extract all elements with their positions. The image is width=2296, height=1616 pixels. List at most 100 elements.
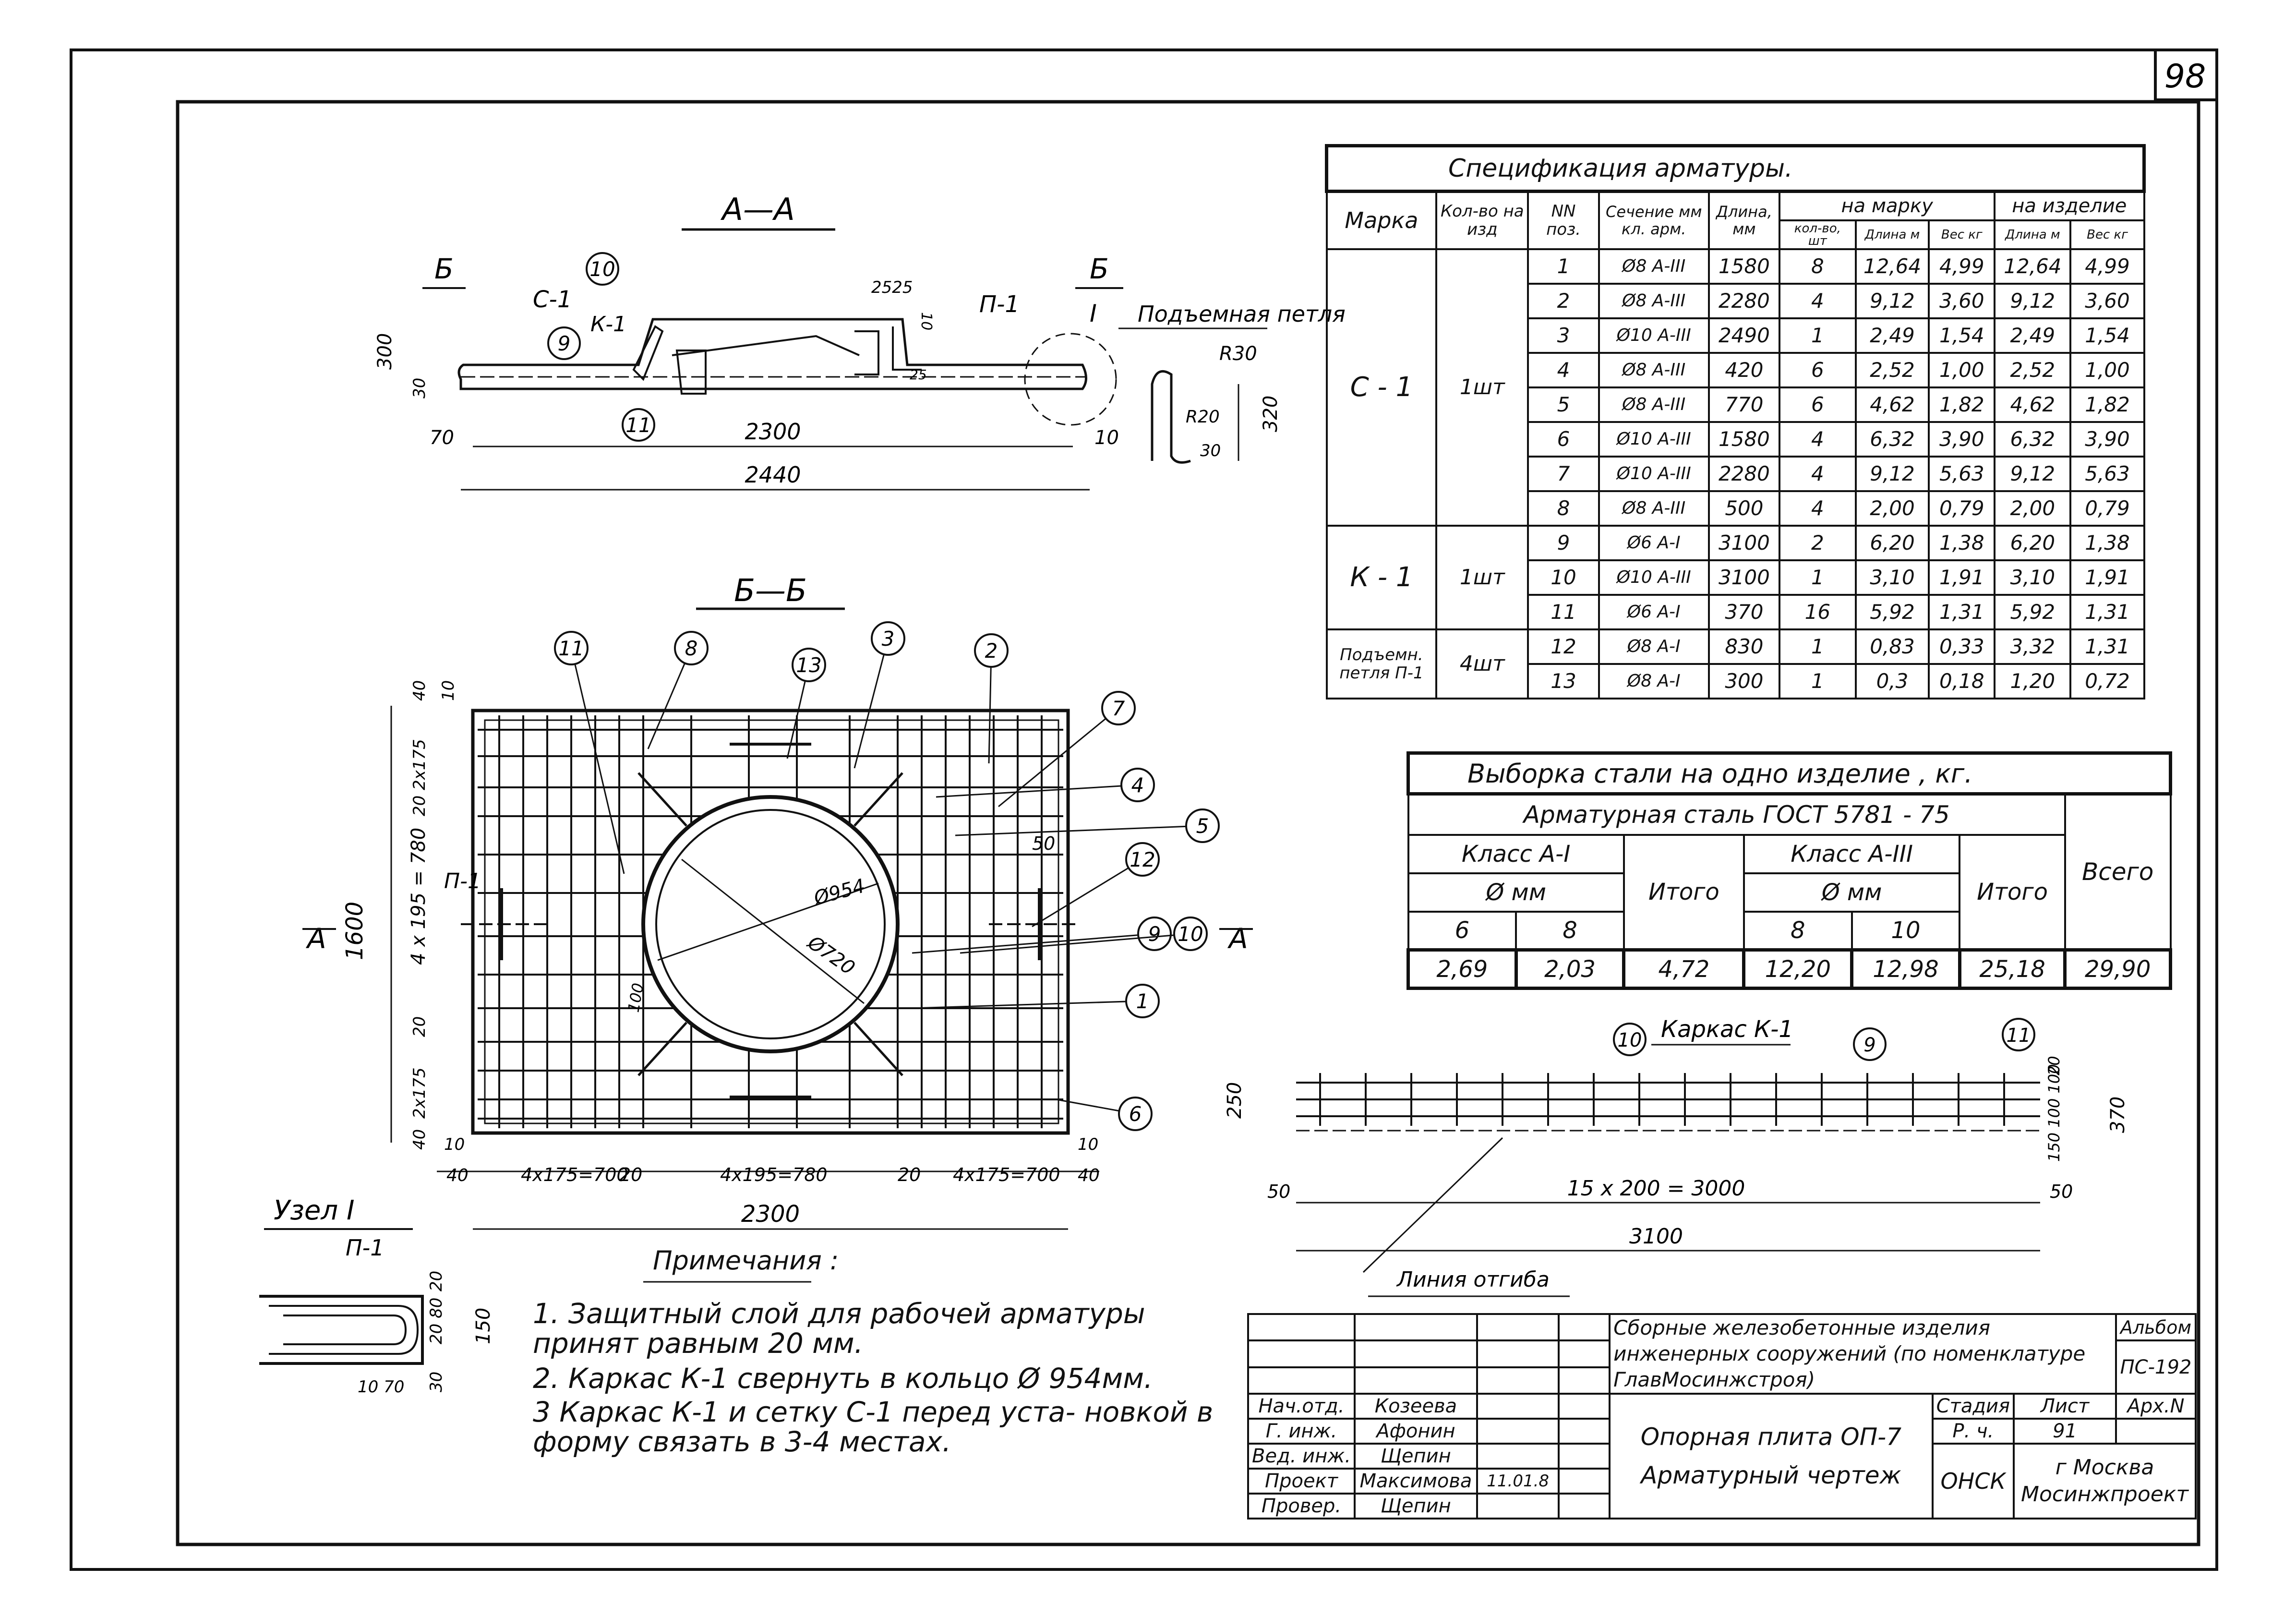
tb-role-0: Нач.отд. [1247,1393,1356,1420]
spec-cell: 6,32 [1994,421,2072,458]
spec-cell: 4 [1779,282,1857,319]
steel-d6: 6 [1407,910,1517,951]
steel-d10: 10 [1851,910,1961,951]
notes-item-3: 3 Каркас К-1 и сетку С-1 перед уста- нов… [533,1396,1214,1458]
loop-r20: R20 [1186,407,1220,427]
bb-callout: 3 [882,627,895,651]
slab-plan-outline [471,709,1070,1135]
tb-stage: Р. ч. [1931,1418,2015,1445]
spec-cell: Ø10 А-III [1598,421,1710,458]
spec-cell: 12 [1527,628,1600,665]
spec-cell: 2,52 [1854,351,1930,388]
spec-cell: 5,63 [2069,455,2145,492]
tb-name-4: Щепин [1354,1493,1478,1520]
steel-d8b: 8 [1743,910,1853,951]
spec-cell: 5,92 [1854,593,1930,630]
spec-cell: 3,60 [2069,282,2145,319]
spec-cell: 5,92 [1994,593,2072,630]
spec-cell: 4 [1779,455,1857,492]
tb-sheet: 91 [2013,1418,2117,1445]
frame-label: К-1 [590,312,626,337]
spec-h-mark: Марка [1325,190,1438,250]
bb-dim-2300: 2300 [741,1201,800,1228]
spec-cell: 6 [1779,351,1857,388]
spec-cell: Ø8 А-III [1598,351,1710,388]
bb-callout: 8 [685,637,698,660]
spec-h-per-product: на изделие [1994,190,2145,221]
cut-b-right: Б [1090,253,1109,285]
spec-cell: 1,31 [2069,628,2145,665]
spec-cell: 9,12 [1994,455,2072,492]
bb-callout: 4 [1131,773,1144,797]
bb-dim-top10: 10 [439,680,458,701]
k1-dim-total: 3100 [1629,1224,1683,1249]
spec-cell: 300 [1707,663,1781,699]
cut-b-left: Б [434,253,454,285]
tb-name-3: Максимова [1354,1468,1478,1495]
tb-org-short: ОНСК [1931,1443,2015,1520]
spec-cell: 1,54 [1928,317,1996,354]
section-bb-title: Б—Б [734,573,807,609]
mesh-label: С-1 [533,286,572,313]
spec-cell: Ø8 А-I [1598,628,1710,665]
sheet-inner-border [176,100,2200,1546]
steel-title: Выборка стали на одно изделие , кг. [1406,751,2172,796]
spec-cell: Ø10 А-III [1598,559,1710,596]
aa-dim-2440: 2440 [745,462,801,488]
tb-album: ПС-192 [2115,1339,2197,1395]
steel-val-4: 12,98 [1850,948,1961,990]
spec-cell: 12,64 [1854,248,1930,285]
steel-val-6: 29,90 [2063,948,2172,990]
bb-callout: 5 [1196,814,1209,838]
notes-item-2: 2. Каркас К-1 свернуть в кольцо Ø 954мм. [533,1362,1153,1395]
spec-cell: 1,54 [2069,317,2145,354]
spec-cell: 1 [1527,248,1600,285]
spec-cell: 4,99 [2069,248,2145,285]
spec-cell: 2,52 [1994,351,2072,388]
spec-cell: 2,49 [1994,317,2072,354]
spec-cell: 0,79 [1928,490,1996,527]
spec-cell: 1,31 [1928,593,1996,630]
tb-stage-label: Стадия [1931,1393,2015,1420]
spec-cell: 0,18 [1928,663,1996,699]
aa-callout-9: 9 [558,332,571,355]
bb-callout: 6 [1129,1102,1142,1126]
steel-itogo1: Итого [1623,833,1745,951]
spec-table: Спецификация арматуры. Марка Кол-во на и… [1325,144,2146,699]
spec-cell: 370 [1707,593,1781,630]
spec-cell: 7 [1527,455,1600,492]
tb-name-2: Щепин [1354,1443,1478,1470]
bb-mark-a-right: А [1227,922,1248,955]
spec-cell: 6 [1527,421,1600,458]
dim-50: 50 [1032,833,1055,854]
bb-mark-a-left: А [305,922,326,955]
spec-cell: 6 [1779,386,1857,423]
steel-val-5: 25,18 [1958,948,2067,990]
spec-cell: Ø8 А-I [1598,663,1710,699]
spec-cell: 1,20 [1994,663,2072,699]
spec-cell: 1,91 [2069,559,2145,596]
spec-cell: 2 [1779,524,1857,561]
tb-sheet-label: Лист [2013,1393,2117,1420]
spec-cell: 1,00 [2069,351,2145,388]
spec-cell: 2,00 [1854,490,1930,527]
spec-cell: 0,83 [1854,628,1930,665]
steel-val-2: 4,72 [1622,948,1746,990]
loop-30: 30 [1200,441,1221,460]
loop-label: П-1 [979,291,1020,318]
spec-cell: 8 [1527,490,1600,527]
spec-cell: 5 [1527,386,1600,423]
spec-cell: 9 [1527,524,1600,561]
spec-cell: 2490 [1707,317,1781,354]
k1-callout-9: 9 [1863,1034,1875,1056]
bb-dim-left-bottom: 2х175 [410,1067,429,1119]
spec-cell: Ø8 А-III [1598,386,1710,423]
spec-group-mark: К - 1 [1325,524,1438,630]
spec-h-per-mark: на марку [1779,190,1996,221]
spec-cell: 420 [1707,351,1781,388]
sheet-number-box [2154,48,2218,101]
